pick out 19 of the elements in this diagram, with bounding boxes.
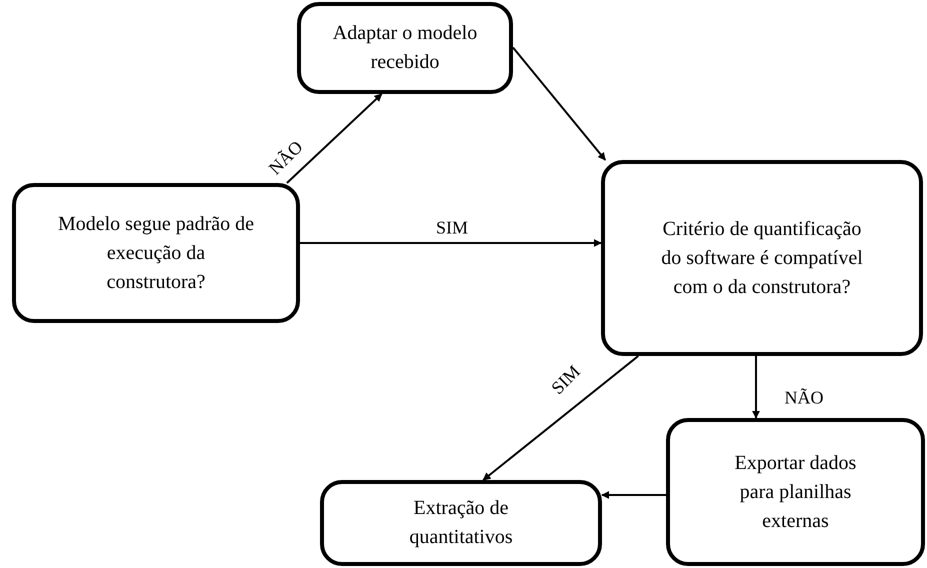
- box-text: Modelo segue padrão de execução da construtora?: [56, 212, 256, 294]
- edge-label: SIM: [436, 218, 468, 238]
- box-text: Critério de quantificação do software é compatível com o da construtora?: [660, 216, 864, 300]
- arrow: [752, 356, 760, 419]
- process-box: [601, 160, 923, 356]
- arrow: [512, 46, 606, 161]
- process-box: [320, 480, 602, 566]
- box-text: Extração de quantitativos: [408, 496, 514, 550]
- box-text: Exportar dados para planilhas externas: [734, 450, 858, 534]
- box-text: Adaptar o modelo recebido: [332, 21, 478, 75]
- edge-label: SIM: [547, 361, 585, 399]
- arrow: [286, 93, 382, 184]
- arrow: [300, 239, 602, 247]
- arrow: [482, 355, 639, 481]
- process-box: [297, 2, 513, 94]
- process-box: [12, 183, 300, 323]
- edge-label: NÃO: [784, 388, 824, 408]
- arrow: [601, 491, 666, 499]
- process-box: [666, 418, 925, 566]
